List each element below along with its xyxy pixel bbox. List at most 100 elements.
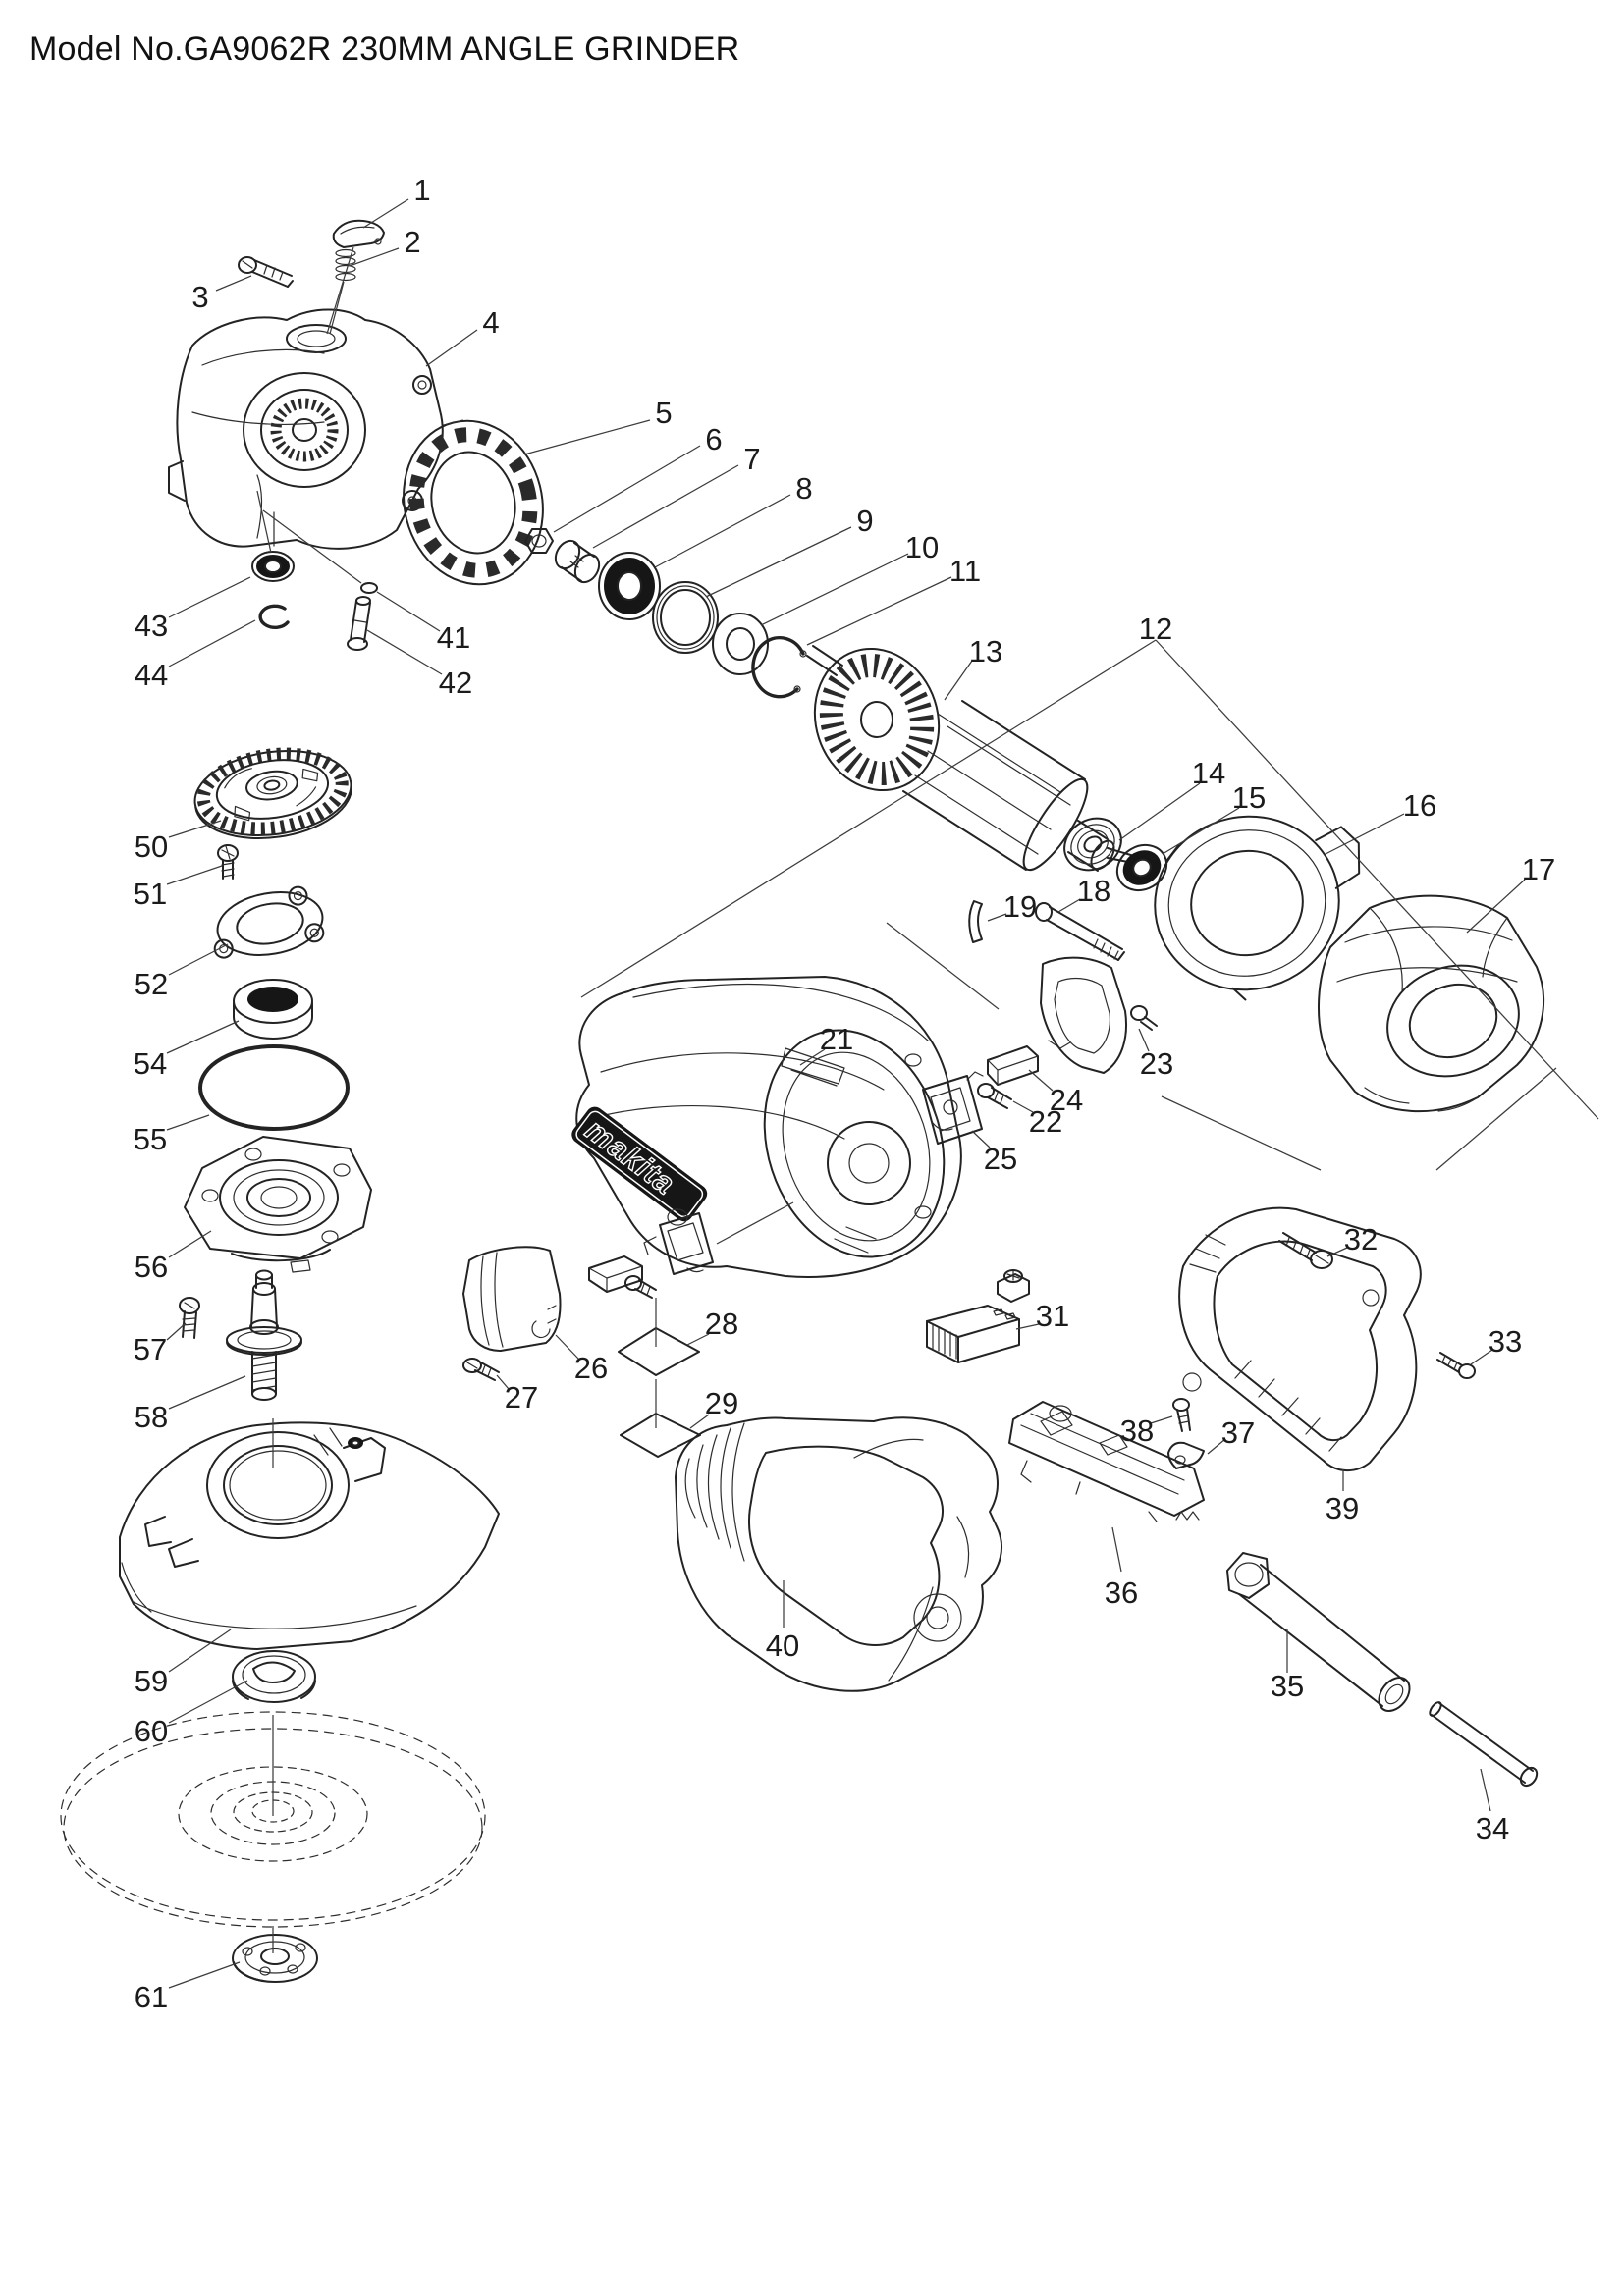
part-label-6-hex-nut: 6 [705,422,722,456]
part-42-pin [347,596,371,651]
grinding-wheel [60,1711,486,1928]
part-label-24-brush-holder-cap: 24 [1050,1083,1083,1117]
leader-line-15 [1162,807,1240,855]
leader-line-14 [1118,782,1201,841]
leader-line-10 [760,553,909,626]
part-label-1-lock-lever: 1 [413,173,430,207]
group-line-5 [329,281,345,335]
leader-line-44 [168,619,256,667]
part-6-hex-nut [524,528,554,554]
part-label-59-wheel-guard: 59 [135,1664,168,1698]
part-label-61-lock-nut: 61 [135,1980,168,2014]
left-brush-holder [643,1208,714,1275]
part-label-36-switch-assembly: 36 [1105,1575,1138,1610]
part-label-43-ball-bearing: 43 [135,609,168,643]
part-label-3-screw: 3 [191,280,208,314]
part-label-10-flat-washer: 10 [905,530,939,564]
leader-line-31 [1015,1323,1040,1330]
makita-logo-text: makita [579,1112,681,1201]
part-26-dust-cover [462,1246,562,1352]
part-24-brush-holder-cap [987,1045,1039,1086]
part-41-o-ring [360,582,378,594]
part-61-lock-nut [232,1934,318,1983]
part-label-33-screw: 33 [1489,1324,1522,1359]
part-label-35-side-grip: 35 [1271,1669,1304,1703]
part-43-ball-bearing [251,511,295,582]
leader-line-41 [376,591,441,632]
part-60-inner-flange [232,1650,316,1703]
part-label-4-gear-housing: 4 [482,305,499,340]
leader-line-17 [1466,879,1526,934]
leader-line-2 [349,247,400,267]
leader-line-32 [1326,1247,1348,1257]
leader-line-24 [1028,1069,1054,1092]
part-23-rear-cover [1040,956,1158,1074]
leader-line-27 [496,1374,510,1390]
leader-line-38 [1150,1415,1173,1424]
group-line-2 [1161,1095,1322,1171]
leader-line-60 [168,1680,248,1724]
leader-line-34 [1480,1768,1491,1812]
part-57-screw [179,1297,200,1339]
part-label-26-dust-cover: 26 [574,1351,608,1385]
page-title: Model No.GA9062R 230MM ANGLE GRINDER [29,29,740,68]
part-59-wheel-guard [119,1421,500,1650]
part-label-40-handle-housing: 40 [766,1629,799,1663]
part-label-22-screw: 22 [1029,1104,1062,1139]
part-label-23-rear-cover: 23 [1140,1046,1173,1081]
part-label-50-spiral-bevel-gear: 50 [135,829,168,864]
part-label-31-controller: 31 [1036,1299,1069,1333]
leader-line-33 [1470,1349,1493,1365]
part-label-12-armature-assembly-group: 12 [1139,612,1172,646]
part-40-handle-housing [675,1416,1002,1692]
leader-line-36 [1111,1526,1122,1573]
part-label-15-ball-bearing: 15 [1232,780,1266,815]
group-line-6 [256,490,272,554]
part-52-bearing-cover-plate [213,885,325,959]
group-line-3 [1435,1067,1557,1171]
part-5-bearing-retainer-ring [403,419,544,586]
group-line-4 [326,246,354,335]
leader-line-11 [806,576,952,646]
part-16-baffle-plate [1154,815,1361,1001]
part-8-ball-bearing [598,552,661,620]
group-line-0 [580,639,1157,998]
leader-line-23 [1138,1028,1150,1052]
part-13-armature [806,645,1135,872]
part-label-5-bearing-retainer-ring: 5 [655,396,672,430]
group-line-13 [716,1201,794,1245]
part-29-insulation-sheet [620,1413,701,1458]
part-label-38-screw: 38 [1120,1414,1154,1448]
part-10-flat-washer [712,613,769,675]
part-label-58-spindle: 58 [135,1400,168,1434]
leader-line-22 [1012,1100,1034,1113]
part-17-field-stator [1318,894,1544,1113]
leader-line-58 [168,1375,246,1410]
part-label-39-handle-cover: 39 [1326,1491,1359,1525]
leader-line-56 [168,1230,212,1258]
leader-line-1 [362,198,409,229]
part-label-29-insulation-sheet: 29 [705,1386,738,1420]
leader-line-7 [592,464,739,549]
leader-line-52 [168,943,229,976]
part-label-9-ring: 9 [856,504,873,538]
part-label-18-long-screw: 18 [1077,874,1110,908]
group-line-14 [886,922,1000,1010]
part-label-42-pin: 42 [439,666,472,700]
part-label-27-screw: 27 [505,1380,538,1415]
part-56-bearing-box [184,1136,372,1273]
leader-line-61 [168,1961,241,1989]
part-label-41-o-ring: 41 [437,620,470,655]
leader-line-16 [1325,813,1405,855]
leader-line-50 [168,820,222,838]
leader-line-29 [689,1414,710,1429]
part-9-ring [652,581,719,654]
part-label-56-bearing-box: 56 [135,1250,168,1284]
leader-line-28 [686,1333,710,1346]
leader-line-5 [523,419,651,455]
part-label-44-retaining-ring: 44 [135,658,168,692]
part-50-spiral-bevel-gear [193,747,352,840]
part-label-17-field-stator: 17 [1522,852,1555,886]
part-label-32-screw: 32 [1344,1222,1378,1256]
